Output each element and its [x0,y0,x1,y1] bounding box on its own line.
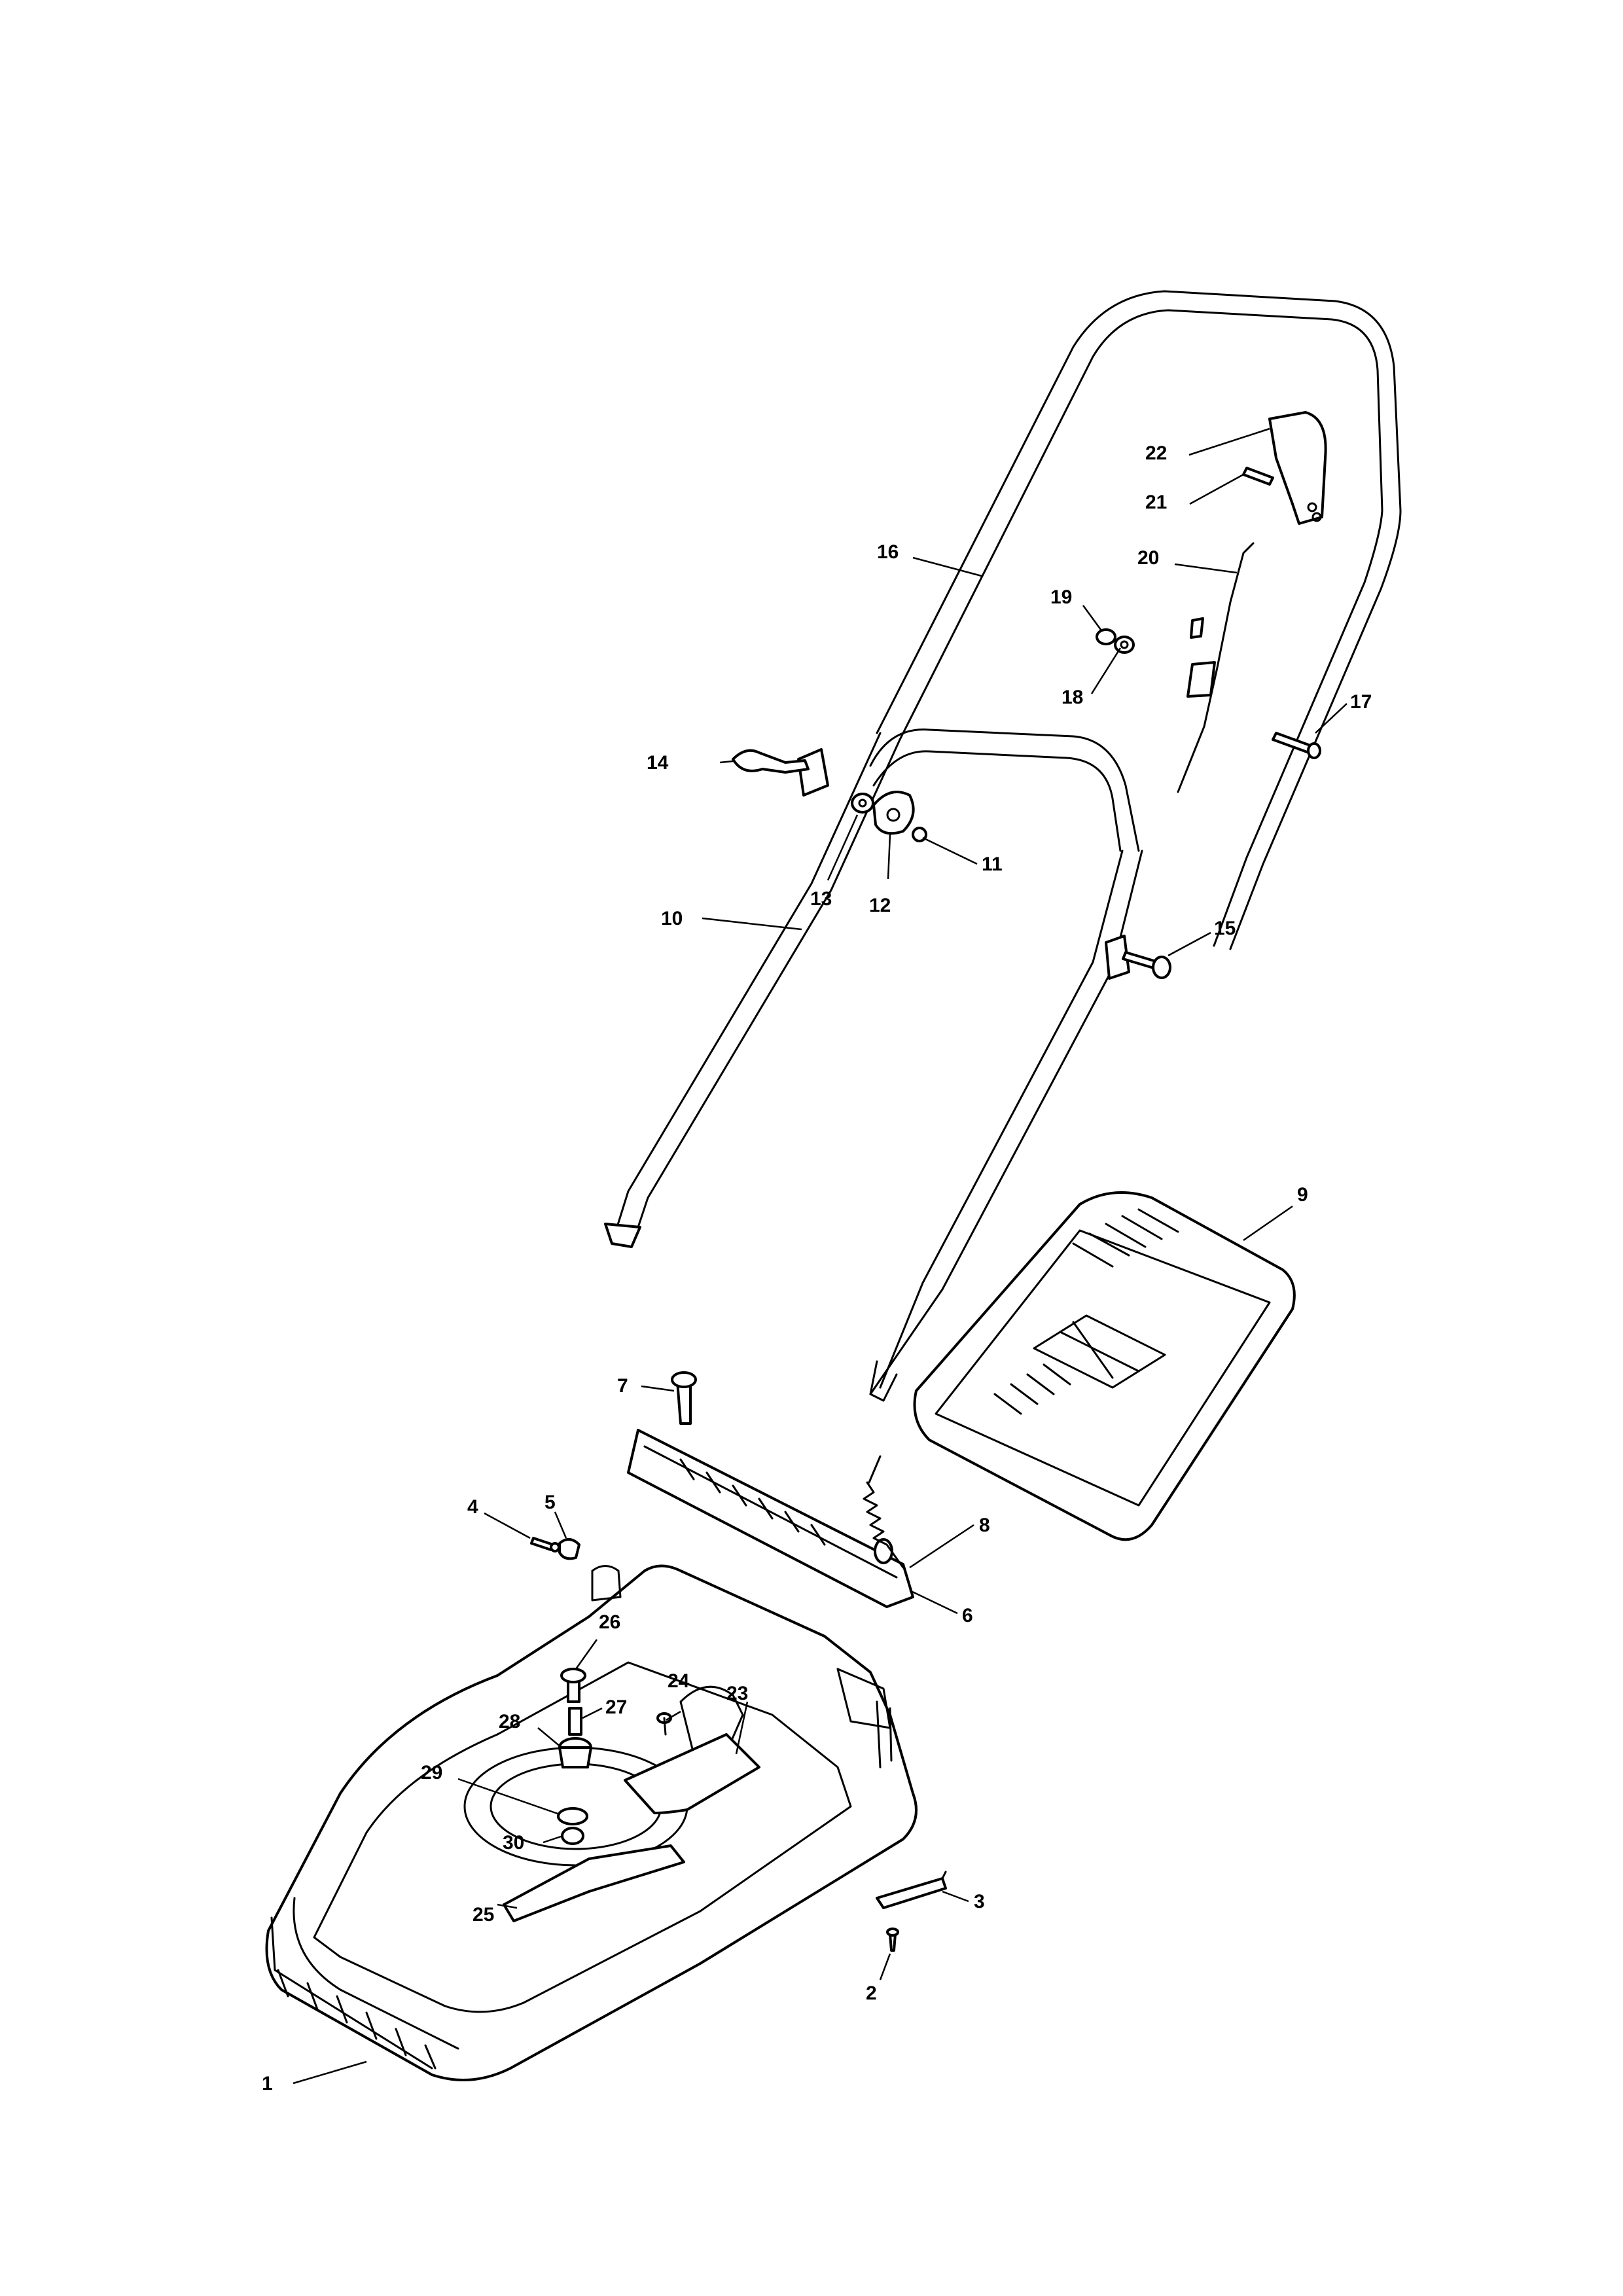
callout-22: 22 [1145,442,1167,464]
callout-13: 13 [810,888,832,910]
callout-7: 7 [617,1375,628,1397]
callout-labels: 1 2 3 4 5 6 7 8 9 10 11 12 13 14 15 16 1… [262,442,1372,2094]
callout-1: 1 [262,2073,273,2094]
callout-30: 30 [503,1832,524,1854]
bolt-15 [1122,951,1171,979]
blade [503,1844,685,1922]
cable-assembly [1177,542,1255,793]
callout-25: 25 [473,1904,494,1926]
adapter-28 [558,1737,592,1768]
callout-21: 21 [1145,492,1167,513]
callout-19: 19 [1050,586,1072,608]
callout-27: 27 [605,1696,627,1718]
washer-29 [557,1807,588,1825]
spring [863,1455,904,1569]
callout-16: 16 [877,541,899,563]
upper-handle [869,290,1402,950]
callout-26: 26 [599,1611,620,1633]
nut-and-washer [1096,628,1135,654]
deflector [624,1733,760,1814]
callout-12: 12 [869,895,891,916]
nut-30 [561,1827,584,1845]
washer-5 [558,1538,580,1560]
blade-bolt-26 [560,1668,586,1703]
callout-17: 17 [1350,691,1372,713]
callout-28: 28 [499,1711,520,1732]
knob-12 [872,791,915,835]
pin [1242,467,1274,486]
control-block [1268,411,1327,525]
callout-18: 18 [1061,687,1083,708]
leader-lines [293,427,1347,2085]
callout-2: 2 [866,1982,877,2004]
cam-lever-14 [732,749,810,774]
callout-23: 23 [726,1683,748,1704]
callout-4: 4 [467,1496,478,1518]
callout-3: 3 [974,1891,985,1912]
callout-15: 15 [1214,918,1236,939]
callout-24: 24 [668,1670,690,1692]
callout-9: 9 [1297,1184,1308,1206]
mower-deck [265,1564,918,2081]
plate-3 [876,1871,947,1909]
spacer-27 [568,1707,582,1736]
grass-catcher [913,1191,1296,1541]
callout-20: 20 [1137,547,1159,569]
bolt-7 [671,1371,697,1425]
screw-4 [530,1537,560,1552]
washer-13 [851,793,874,814]
callout-8: 8 [979,1515,990,1536]
callout-11: 11 [982,853,1003,875]
callout-6: 6 [962,1605,973,1626]
bolt-17 [1272,732,1321,759]
callout-10: 10 [661,908,683,929]
flap-assembly [627,1429,914,1608]
lower-handle [604,732,1143,1402]
callout-14: 14 [647,752,669,774]
callout-29: 29 [421,1762,442,1784]
callout-5: 5 [544,1492,556,1513]
screw-2 [886,1928,899,1952]
